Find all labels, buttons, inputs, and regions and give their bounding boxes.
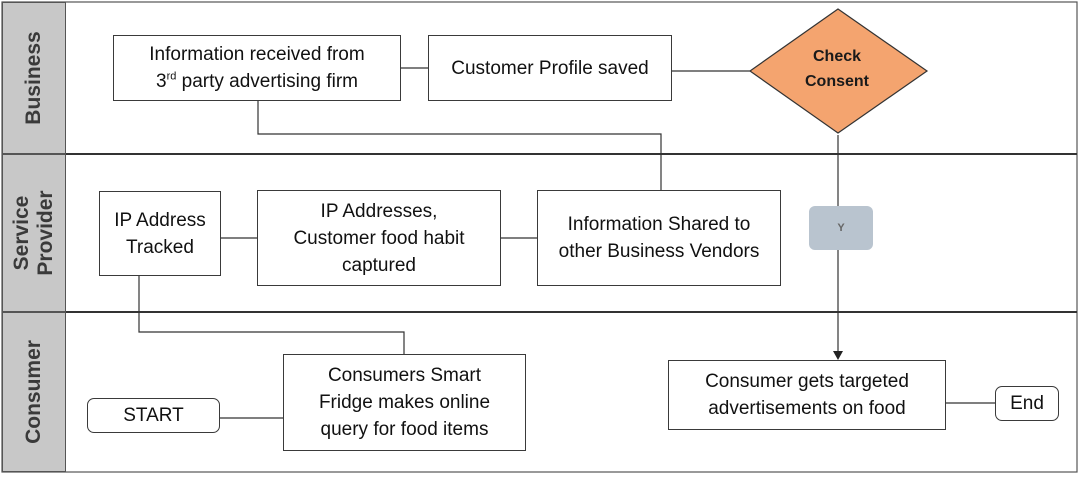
node-profile-saved-label: Customer Profile saved [451,57,649,79]
node-info-shared-line2: other Business Vendors [558,241,760,262]
node-targeted-ads: Consumer gets targeted advertisements on… [668,360,946,430]
node-start: START [87,398,220,433]
node-ip-captured-line3: captured [342,254,416,276]
lane-label-service-provider-line2: Provider [34,190,57,276]
lane-label-service-provider-line1: Service [10,195,33,271]
check-consent-diamond [748,8,929,134]
node-start-label: START [123,405,184,426]
node-info-received: Information received from 3rd party adve… [113,35,401,101]
check-consent-label: Check Consent [805,48,869,90]
arrowhead-to-ads [833,351,843,360]
node-ip-tracked-line1: IP Address [114,209,206,231]
edge-label-yes: Y [809,206,873,250]
connector-tracked-to-fridge [138,276,405,354]
node-targeted-ads-line2: advertisements on food [708,398,906,419]
node-profile-saved: Customer Profile saved [428,35,672,101]
node-smart-fridge-line1: Consumers Smart [327,365,482,386]
lane-label-consumer: Consumer [22,340,45,444]
node-info-shared: Information Shared to other Business Ven… [537,190,781,286]
node-info-shared-line1: Information Shared to [567,214,751,235]
node-smart-fridge-line2: Fridge makes online [318,392,491,413]
node-ip-captured-line2: Customer food habit [293,227,465,249]
node-end-label: End [1010,393,1044,414]
node-targeted-ads-line1: Consumer gets targeted [705,371,909,392]
node-ip-captured: IP Addresses, Customer food habit captur… [257,190,501,286]
node-ip-tracked: IP Address Tracked [99,191,221,276]
lane-header-business: Business [2,2,66,154]
node-smart-fridge: Consumers Smart Fridge makes online quer… [283,354,526,451]
node-ip-tracked-line2: Tracked [126,236,194,258]
node-info-received-line1: Information received from [149,44,365,65]
lane-header-service-provider: Service Provider [2,154,66,312]
connector-info-to-shared [257,101,662,190]
node-ip-captured-line1: IP Addresses, [320,200,438,222]
node-info-received-line2: 3rd party advertising firm [156,70,358,92]
node-end: End [995,386,1059,421]
lane-header-consumer: Consumer [2,312,66,472]
node-smart-fridge-line3: query for food items [320,419,489,440]
lane-label-business: Business [22,31,45,125]
